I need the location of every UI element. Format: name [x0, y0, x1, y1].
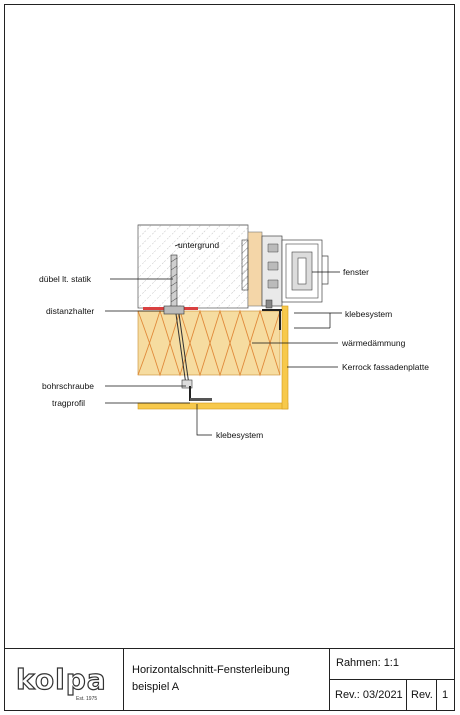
facade-panel [137, 305, 289, 410]
drawing-sheet [4, 4, 455, 711]
standoff-and-profile [163, 305, 212, 401]
label-untergrund: untergrund [178, 240, 219, 250]
logo-est: Est. 1975 [76, 696, 98, 702]
title-block: kolpa Est. 1975 Horizontalschnitt-Fenste… [4, 648, 455, 711]
label-fenster: fenster [343, 267, 369, 277]
revision-date: Rev.: 03/2021 [330, 680, 407, 711]
revision-label: Rev. [407, 680, 437, 711]
drawing-title: Horizontalschnitt-Fensterleibung beispie… [124, 649, 330, 711]
title-line-1: Horizontalschnitt-Fensterleibung [132, 664, 290, 676]
label-duebel: dübel lt. statik [39, 274, 92, 284]
label-distanzhalter: distanzhalter [46, 306, 94, 316]
window-frame [241, 231, 329, 307]
dowel [170, 254, 178, 311]
label-bohrschraube: bohrschraube [42, 381, 94, 391]
revision-number: 1 [437, 680, 455, 711]
logo: kolpa Est. 1975 [4, 649, 124, 711]
label-tragprofil: tragprofil [52, 398, 85, 408]
label-kerrock: Kerrock fassadenplatte [342, 362, 429, 372]
label-waermedaemmung: wärmedämmung [341, 338, 406, 348]
logo-wordmark: kolpa [15, 662, 107, 696]
leader-lines [105, 243, 342, 436]
adhesive-system-bracket [262, 299, 282, 330]
title-line-2: beispiel A [132, 681, 180, 693]
substrate-wall [137, 224, 249, 309]
label-klebesystem-bottom: klebesystem [216, 430, 263, 440]
label-klebesystem-top: klebesystem [345, 309, 392, 319]
scale-field: Rahmen: 1:1 [330, 649, 455, 680]
